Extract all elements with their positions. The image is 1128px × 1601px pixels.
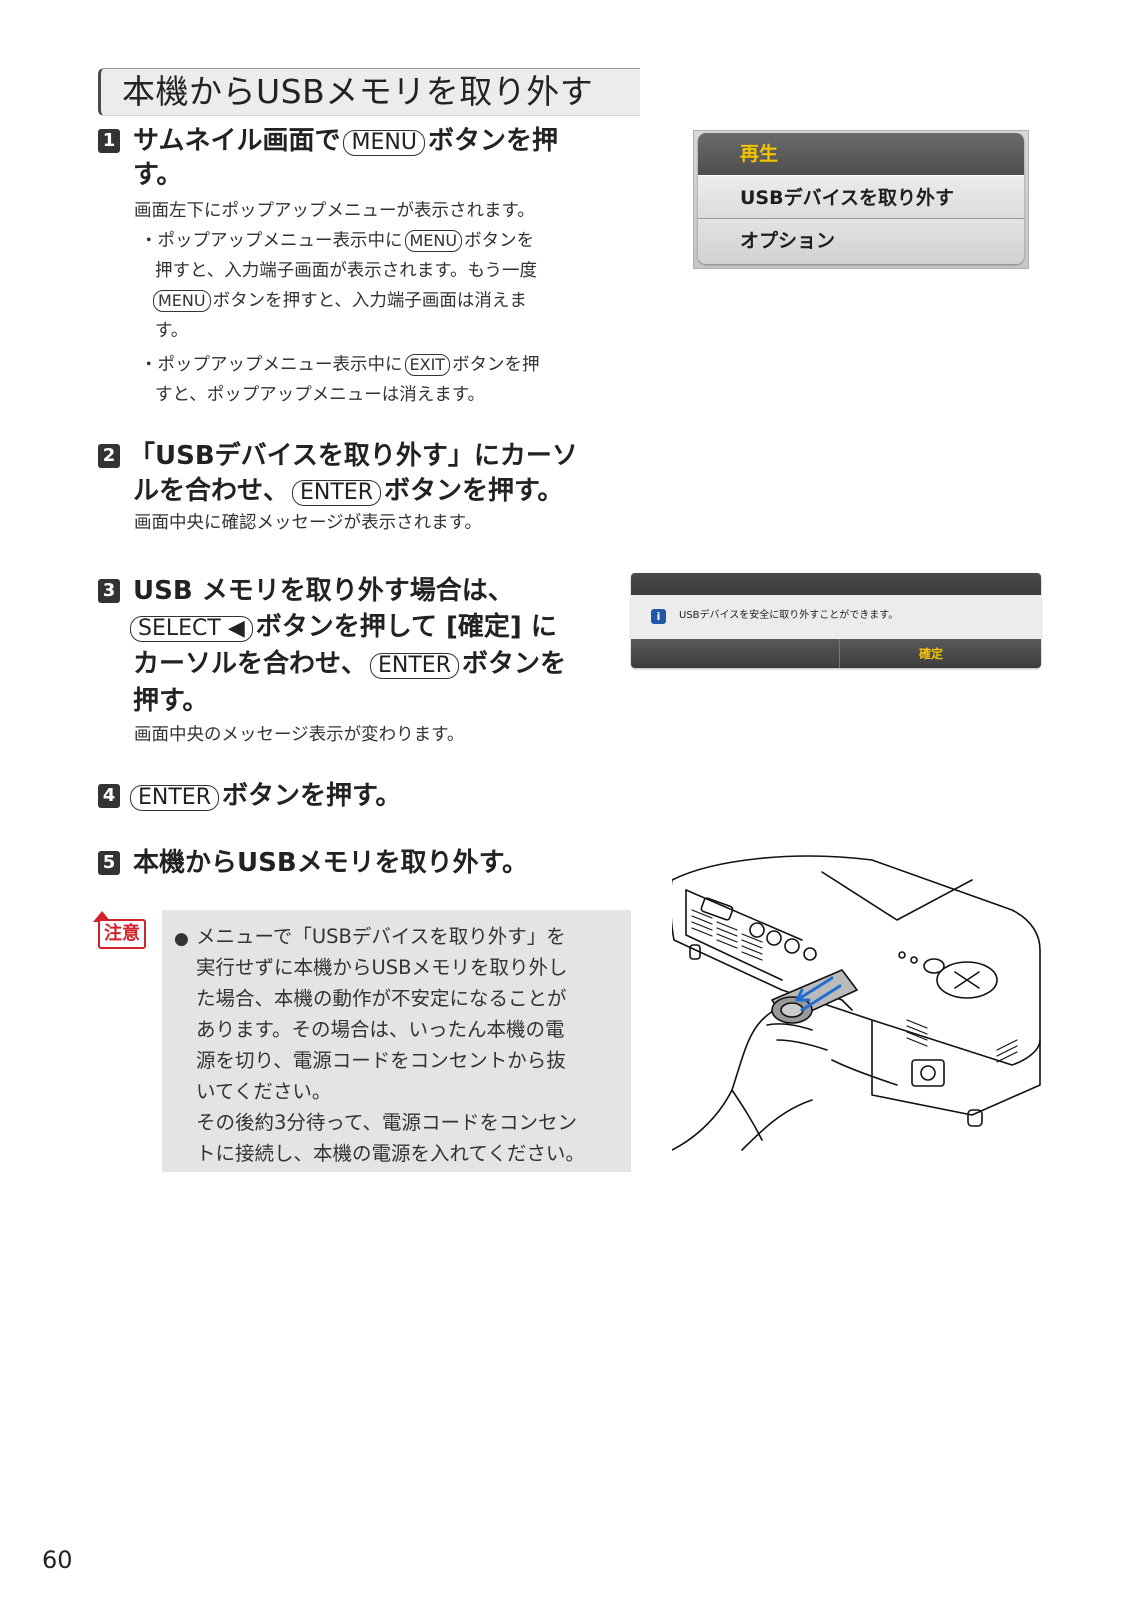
dialog-message: USBデバイスを安全に取り外すことができます。 (679, 610, 899, 621)
dialog-button-bar (631, 639, 1041, 668)
page-number: 60 (42, 1546, 73, 1574)
step-heading-cont: 押す。 (133, 686, 209, 716)
step-heading-text: ボタンを押す。 (384, 476, 564, 506)
caution-line: メニューで「USBデバイスを取り外す」を (196, 925, 566, 948)
menu-item-remove-usb[interactable]: USBデバイスを取り外す (698, 175, 1024, 219)
page-title: 本機からUSBメモリを取り外す (122, 72, 594, 111)
step-number: 3 (98, 579, 120, 603)
caution-icon: 注意 (98, 919, 146, 949)
step-heading-text: ボタンを押す。 (221, 781, 402, 811)
menu-key: MENU (343, 130, 425, 156)
caution-triangle-icon (93, 911, 111, 922)
step-heading: USB メモリを取り外す場合は、 (133, 576, 514, 606)
caution-line: その後約3分待って、電源コードをコンセン (196, 1111, 577, 1134)
step-heading: 本機からUSBメモリを取り外す。 (133, 848, 529, 878)
step-number: 4 (98, 784, 120, 808)
enter-key: ENTER (292, 480, 381, 506)
select-left-key: SELECT ◀ (130, 616, 253, 642)
step-heading-cont: SELECT ◀ボタンを押して [確定] に (130, 610, 557, 644)
step-number: 5 (98, 851, 120, 875)
bullet-text: ・ポップアップメニュー表示中に (140, 355, 403, 375)
bullet-text: ボタンを (464, 231, 535, 251)
exit-key: EXIT (404, 354, 451, 376)
dialog-body: i USBデバイスを安全に取り外すことができます。 (631, 595, 1041, 639)
menu-item-play[interactable]: 再生 (698, 133, 1024, 175)
bullet-text: ボタンを押 (452, 355, 540, 375)
step-description: 画面中央に確認メッセージが表示されます。 (134, 513, 482, 533)
step-number: 2 (98, 444, 120, 468)
step-heading-text: ボタンを押 (427, 126, 558, 156)
caution-line: トに接続し、本機の電源を入れてください。 (196, 1142, 585, 1165)
bullet-line: 押すと、入力端子画面が表示されます。もう一度 (155, 261, 538, 281)
enter-key: ENTER (370, 653, 459, 679)
step-number: 1 (98, 129, 120, 153)
step-heading-text: カーソルを合わせ、 (133, 649, 368, 679)
popup-menu: 再生 USBデバイスを取り外す オプション (698, 133, 1024, 264)
step-heading: 「USBデバイスを取り外す」にカーソ (129, 441, 578, 471)
confirm-dialog: i USBデバイスを安全に取り外すことができます。 確定 (631, 573, 1041, 668)
info-icon: i (651, 609, 666, 624)
title-bar (98, 68, 640, 116)
menu-key: MENU (404, 230, 463, 252)
step-description: 画面中央のメッセージ表示が変わります。 (134, 725, 465, 745)
step-heading-cont: す。 (133, 160, 183, 190)
confirm-button[interactable]: 確定 (919, 647, 944, 661)
dialog-divider (839, 639, 840, 668)
menu-item-option[interactable]: オプション (698, 219, 1024, 264)
caution-line: あります。その場合は、いったん本機の電 (196, 1018, 565, 1041)
step-heading-text: ルを合わせ、 (133, 476, 290, 506)
bullet-text: ・ポップアップメニュー表示中に (140, 231, 403, 251)
caution-line: 源を切り、電源コードをコンセントから抜 (196, 1049, 566, 1072)
bullet-line: す。 (155, 321, 189, 341)
dialog-titlebar (631, 573, 1041, 595)
projector-usb-illustration (672, 855, 1041, 1151)
caution-line: いてください。 (196, 1080, 332, 1103)
caution-box (162, 910, 631, 1172)
step-heading-text: ボタンを (462, 649, 567, 679)
caution-line: 実行せずに本機からUSBメモリを取り外し (196, 956, 568, 979)
bullet-text: ボタンを押すと、入力端子画面は消えま (212, 291, 527, 311)
step-heading-text: サムネイル画面で (133, 126, 341, 156)
caution-line: た場合、本機の動作が不安定になることが (196, 987, 567, 1010)
bullet-line: すと、ポップアップメニューは消えます。 (155, 385, 486, 405)
step-description: 画面左下にポップアップメニューが表示されます。 (134, 201, 535, 221)
caution-bullet: ● (174, 929, 189, 949)
enter-key: ENTER (130, 785, 219, 811)
step-heading-text: ボタンを押して [確定] に (255, 612, 557, 642)
menu-key: MENU (153, 290, 211, 312)
